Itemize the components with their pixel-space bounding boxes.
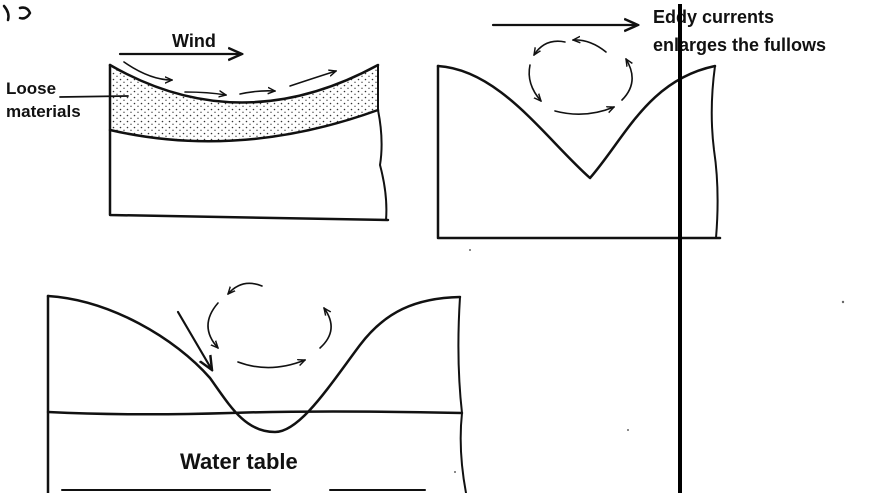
panel-right-edge bbox=[458, 297, 466, 493]
panel-right-edge bbox=[378, 65, 386, 220]
wind-curve-arrow-4 bbox=[290, 71, 336, 86]
loose-label-line2: materials bbox=[6, 102, 81, 121]
wind-curve-arrow-2 bbox=[185, 92, 226, 95]
panel-eddy-currents: Eddy currents enlarges the fullows bbox=[438, 7, 826, 238]
eddy-current-circle bbox=[529, 40, 632, 114]
panel-loose-materials: Wind Loose materials bbox=[6, 31, 388, 220]
eddy-label-line1: Eddy currents bbox=[653, 7, 774, 27]
wind-label: Wind bbox=[172, 31, 216, 51]
panel-outline bbox=[438, 66, 720, 238]
cropped-letters bbox=[4, 6, 30, 20]
loose-label-line1: Loose bbox=[6, 79, 56, 98]
water-table-label: Water table bbox=[180, 449, 298, 474]
eddy-current-circle bbox=[208, 283, 331, 367]
loose-materials-pointer bbox=[60, 96, 128, 97]
water-table-line bbox=[48, 412, 462, 415]
panel-right-edge bbox=[712, 66, 718, 238]
hollow-surface bbox=[438, 66, 715, 178]
scan-specks bbox=[454, 249, 844, 473]
panel-water-table: Water table bbox=[48, 283, 466, 493]
wind-curve-arrow-3 bbox=[240, 91, 275, 94]
